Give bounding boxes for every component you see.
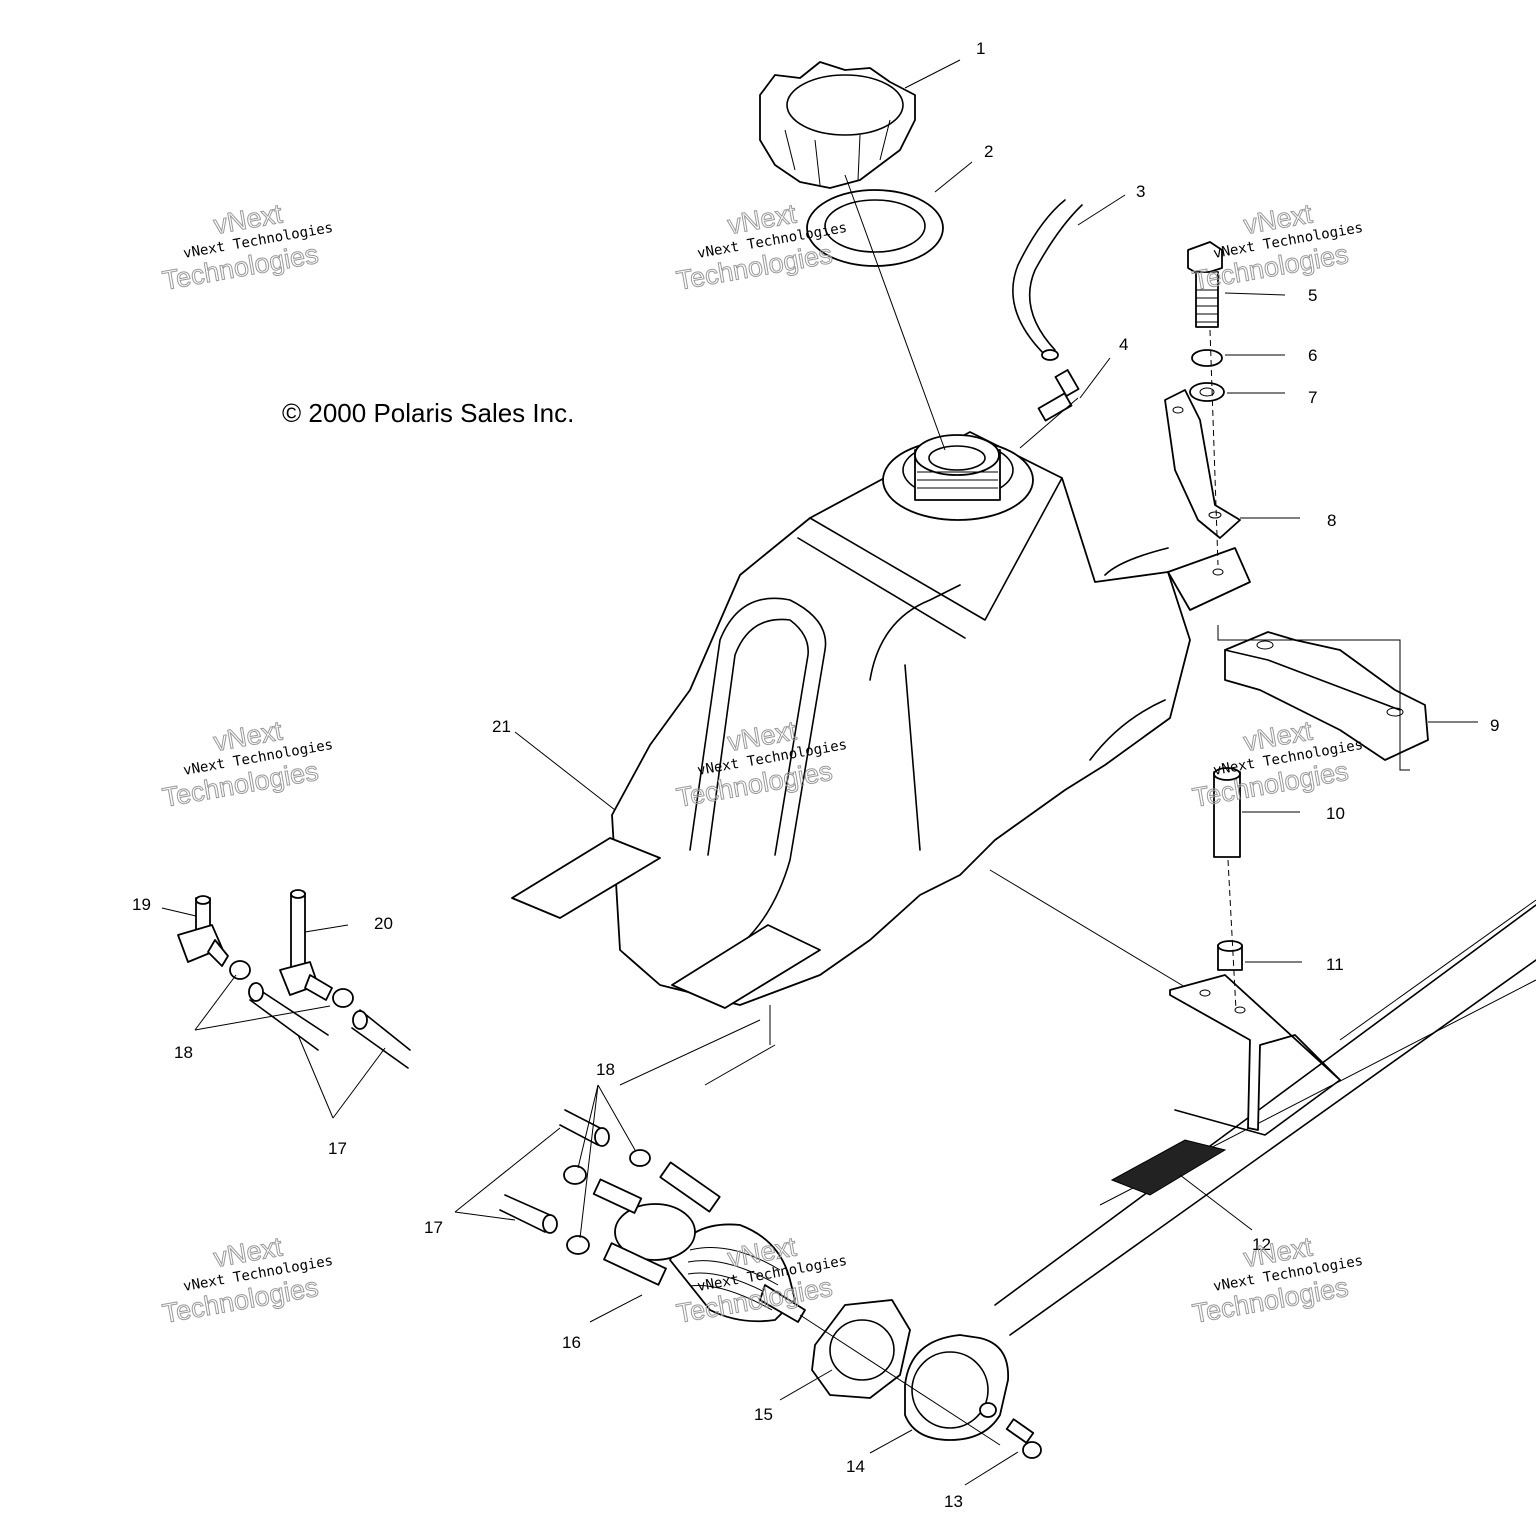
screw (1005, 1418, 1042, 1459)
fuel-hoses (499, 1109, 610, 1234)
bolt (1187, 241, 1223, 328)
callout-17-lower: 17 (424, 1218, 443, 1237)
copyright-notice: © 2000 Polaris Sales Inc. (282, 398, 574, 428)
callout-14: 14 (846, 1457, 865, 1476)
callout-13: 13 (944, 1492, 963, 1511)
mount-block (1224, 631, 1429, 761)
callout-20: 20 (374, 914, 393, 933)
callout-16: 16 (562, 1333, 581, 1352)
assembly-line-bolt (1209, 329, 1219, 566)
petcock-nut (811, 1299, 911, 1399)
assembly-line-petcock (799, 1314, 1001, 1446)
decal-part-12 (1110, 1139, 1253, 1231)
watermark-4: vNext vNext Technologies Technologies (160, 715, 335, 813)
watermark-5: vNext vNext Technologies Technologies (674, 715, 849, 813)
callout-9: 9 (1490, 716, 1499, 735)
leader-lines (161, 59, 1478, 1486)
callout-2: 2 (984, 142, 993, 161)
fuel-petcock (592, 1161, 806, 1323)
callout-19: 19 (132, 895, 151, 914)
callout-5: 5 (1308, 286, 1317, 305)
callout-17-upper: 17 (328, 1139, 347, 1158)
spacer (1213, 767, 1241, 858)
callout-15: 15 (754, 1405, 773, 1424)
callout-3: 3 (1136, 182, 1145, 201)
leader-9-bracket (1217, 625, 1410, 771)
tee-fitting (279, 889, 333, 1001)
assembly-line-spacer (1227, 859, 1237, 1011)
callout-1: 1 (976, 39, 985, 58)
frame-bracket (1169, 974, 1341, 1131)
watermark-9: vNext vNext Technologies Technologies (1190, 1231, 1365, 1329)
callout-4: 4 (1119, 335, 1128, 354)
callout-12: 12 (1252, 1235, 1271, 1254)
assembly-line-cap (844, 174, 946, 451)
left-clamps (229, 960, 354, 1008)
callout-18-petcock: 18 (596, 1060, 615, 1079)
watermark-7: vNext vNext Technologies Technologies (160, 1231, 335, 1329)
washer-7 (1189, 382, 1225, 402)
petcock-plate (904, 1334, 1009, 1441)
hose-clamps (563, 1149, 651, 1255)
callout-21: 21 (492, 717, 511, 736)
washer-6 (1191, 349, 1223, 367)
mounting-bracket (1164, 389, 1241, 539)
fuel-tank (511, 431, 1251, 1009)
callout-11: 11 (1326, 955, 1344, 974)
left-hoses (248, 982, 411, 1069)
callout-numbers: 1 2 3 4 5 6 7 8 9 10 11 12 13 14 15 16 1… (132, 39, 1499, 1511)
fuel-cap (759, 61, 916, 189)
watermark-1: vNext vNext Technologies Technologies (160, 198, 335, 296)
callout-8: 8 (1327, 511, 1336, 530)
callout-6: 6 (1308, 346, 1317, 365)
callout-18-left: 18 (174, 1043, 193, 1062)
vent-hose (1012, 199, 1083, 361)
callout-10: 10 (1326, 804, 1345, 823)
cap-gasket (806, 189, 944, 267)
callout-7: 7 (1308, 388, 1317, 407)
grommet (1217, 940, 1243, 971)
elbow-fitting (177, 895, 229, 967)
vent-fitting (1037, 369, 1080, 422)
